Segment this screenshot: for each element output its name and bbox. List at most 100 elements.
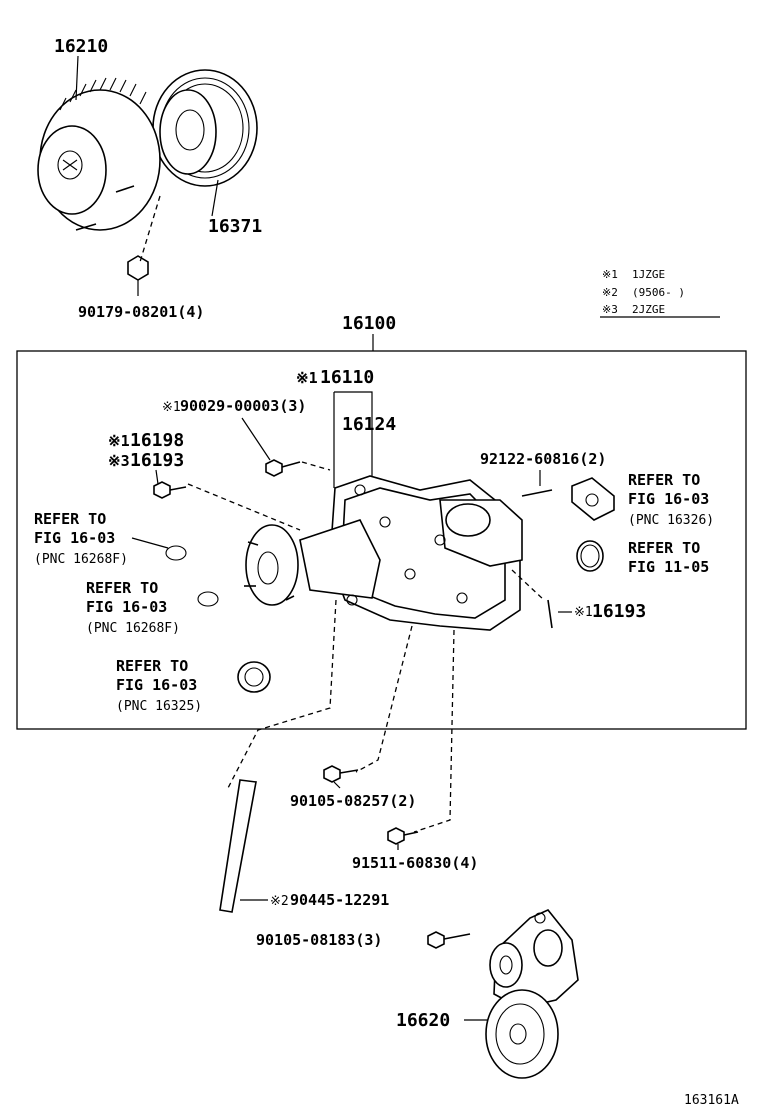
refer-3-line1: REFER TO [34,510,106,528]
refer-4-line1: REFER TO [86,579,158,597]
bolt-lower2-shank [403,831,419,836]
tensioner-bolt-shank [443,933,471,940]
mark-90445: ※2 [270,894,289,909]
refer-3-line2: FIG 16-03 [34,529,115,547]
pulley-hub [159,89,217,175]
tensioner-pulley [485,989,559,1079]
part-16198: 16198 [130,430,184,451]
tensioner-mount-hole [534,912,546,924]
bolt-lower-dashline [355,625,413,773]
stud-left-dashline [187,483,301,531]
refer-2-line2: FIG 11-05 [628,558,709,576]
pump-flange-hub [257,551,279,585]
flange-stud-3 [285,595,295,601]
seal-16325 [237,661,271,693]
figure-id: 163161A [684,1093,739,1108]
tensioner-pulley-inner [495,1003,545,1065]
clutch-face [37,125,107,215]
pump-hole-1 [354,484,366,496]
part-91511-60830: 91511-60830(4) [352,854,478,872]
pump-hole-2 [379,516,391,528]
pump-hole-6 [346,594,358,606]
bolt-lower-shank [339,769,359,774]
leader-16210 [75,55,79,101]
part-16210: 16210 [54,36,108,57]
leader-refer-3 [131,537,169,549]
bolt-lower2-head [387,827,405,845]
refer-1-line1: REFER TO [628,471,700,489]
mark-90029: ※1 [162,400,181,415]
refer-4-line3: (PNC 16268F) [86,621,180,636]
legend: ※1 1JZGE ※2 (9506- ) ※3 2JZGE [600,268,720,318]
part-16620: 16620 [396,1010,450,1031]
part-16193-right: 16193 [592,601,646,622]
pipe-dashline [227,599,337,789]
bolt-lower-head [323,765,341,783]
tensioner-pulley-hub [509,1023,527,1045]
oring-16268f-b [197,591,219,607]
pump-outlet-opening [445,503,491,537]
mark-16193: ※3 [108,452,130,470]
water-pump-drawing [244,475,523,631]
refer-1-line3: (PNC 16326) [628,513,714,528]
legend-mark-2: ※2 [602,286,618,299]
pump-flange [245,524,299,606]
pump-impeller-body [299,519,381,599]
leader-16193-left [155,469,159,485]
refer-2-line1: REFER TO [628,539,700,557]
legend-text-1: 1JZGE [632,268,665,281]
stud-top-shape [521,489,553,497]
part-16193: 16193 [130,450,184,471]
stud-left-head [153,481,171,499]
pump-hole-4 [404,568,416,580]
bolt-lower2-dashline [413,629,455,833]
oring-11-05-inner [580,544,600,568]
pump-hole-3 [434,534,446,546]
part-92122-60816: 92122-60816(2) [480,450,606,468]
mark-16193-right: ※1 [574,605,593,620]
clutch-center-mark [62,159,78,171]
part-90179-08201: 90179-08201(4) [78,303,204,321]
pump-bolt-dashline [301,461,331,471]
pump-hole-5 [456,592,468,604]
stud-right-shape [547,599,553,629]
leader-16371 [211,179,219,217]
mark-16110: ※1 [296,369,318,387]
pump-bolt-shank [281,461,301,468]
seal-16325-inner [244,667,264,687]
stud-left-shank [169,486,187,491]
refer-4-line2: FIG 16-03 [86,598,167,616]
assembly-box [16,350,747,730]
tensioner-bolt-head [427,931,445,949]
part-90029-00003: 90029-00003(3) [180,397,306,415]
stud-right-dashline [511,569,545,601]
oring-16268f-a [165,545,187,561]
refer-5-line1: REFER TO [116,657,188,675]
fan-nut-shape [127,255,149,281]
legend-text-2: (9506- ) [632,286,685,299]
part-16371: 16371 [208,216,262,237]
clutch-stud-2 [115,185,135,193]
gasket-16326-hole [585,493,599,507]
pump-bolt-head [265,459,283,477]
part-16124: 16124 [342,414,396,435]
tensioner-arm-end [489,942,523,988]
leader-90029 [241,417,271,461]
refer-3-line3: (PNC 16268F) [34,552,128,567]
part-16100: 16100 [342,313,396,334]
refer-1-line2: FIG 16-03 [628,490,709,508]
clutch-stud-1 [75,223,97,231]
tensioner-arm-hole [499,955,513,975]
tensioner-spring-case [533,929,563,967]
leader-16110-b [334,391,373,476]
part-90105-08257: 90105-08257(2) [290,792,416,810]
part-90445-12291: 90445-12291 [290,891,389,909]
part-16110: 16110 [320,367,374,388]
fan-nut-dashline [139,195,161,263]
pulley-bore [175,109,205,151]
legend-mark-1: ※1 [602,268,618,281]
pipe-shape [219,779,257,913]
clutch-center [57,150,83,180]
